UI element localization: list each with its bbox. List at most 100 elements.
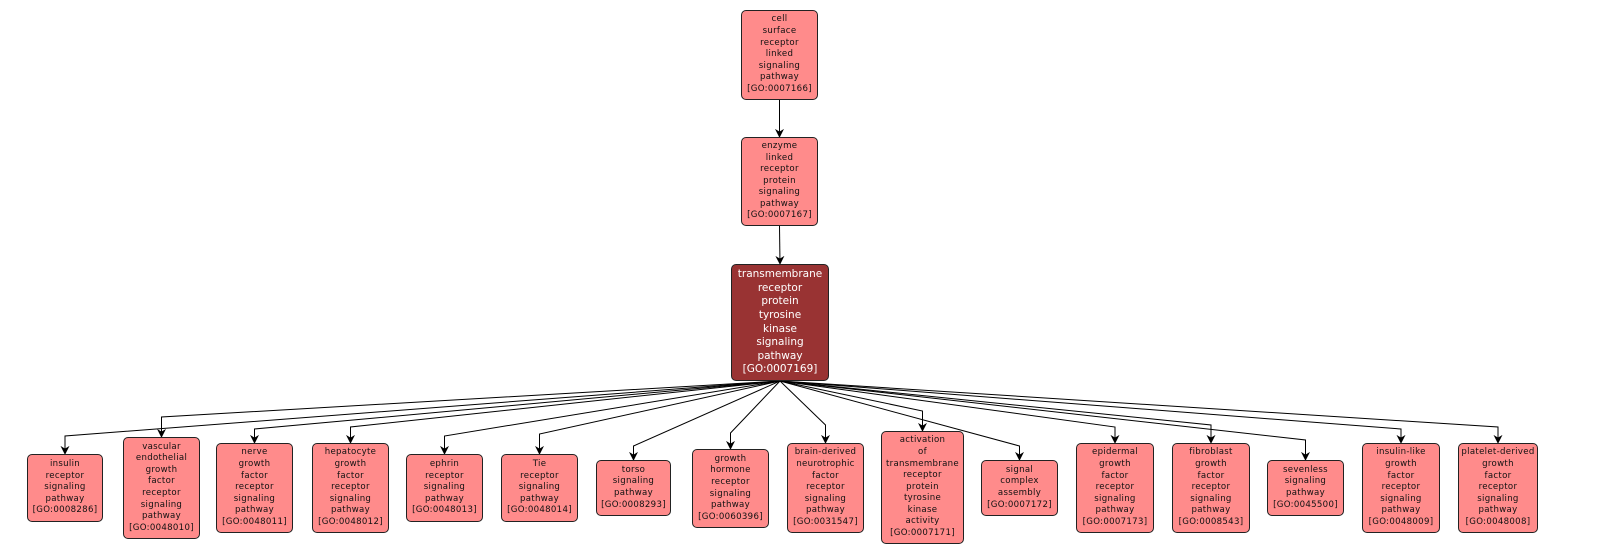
node-label-line: signaling <box>1094 493 1136 504</box>
node-label-line: factor <box>812 470 839 481</box>
node-label-line: signaling <box>1190 493 1232 504</box>
node-label-line: [GO:0008286] <box>32 505 98 516</box>
node-label-line: receptor <box>1381 482 1421 493</box>
is-a-edge <box>779 380 1406 444</box>
is-a-edge <box>779 380 1310 461</box>
node-label-line: signaling <box>758 60 801 71</box>
node-label-line: receptor <box>331 482 370 493</box>
node-label-line: pathway <box>759 198 800 209</box>
node-label-line: kinase <box>907 504 938 515</box>
node-label-line: [GO:0048011] <box>222 516 287 527</box>
node-label-line: enzyme <box>761 140 798 151</box>
is-a-edge <box>535 380 781 455</box>
node-label-line: pathway <box>424 493 465 504</box>
node-label-line: linked <box>765 152 794 163</box>
node-label-line: ephrin <box>429 459 460 470</box>
is-a-edge <box>629 380 781 461</box>
is-a-edge <box>726 380 781 450</box>
node-label-line: [GO:0060396] <box>698 511 763 522</box>
node-label-line: signaling <box>709 488 752 499</box>
node-label-line: protein <box>763 175 796 186</box>
node-label-line: [GO:0007171] <box>890 528 955 539</box>
node-label-line: [GO:0008293] <box>601 499 666 510</box>
node-label-line: signaling <box>140 499 183 510</box>
node-label-line: receptor <box>903 470 942 481</box>
node-label-line: pathway <box>330 505 371 516</box>
node-label-line: [GO:0048009] <box>1368 516 1434 527</box>
node-label-line: receptor <box>142 488 181 498</box>
node-label-line: pathway <box>710 500 751 511</box>
node-label-line: pathway <box>234 505 275 516</box>
node-label-line: factor <box>337 470 364 481</box>
node-label-line: signal <box>1005 464 1034 475</box>
node-label-line: growth <box>334 459 367 470</box>
node-label-line: Tie <box>532 459 547 470</box>
node-label-line: signaling <box>44 482 86 493</box>
node-label-line: signaling <box>1380 493 1422 504</box>
node-label-line: transmembrane <box>885 458 959 469</box>
node-label-line: endothelial <box>135 453 188 464</box>
node-label-line: [GO:0048010] <box>129 522 194 533</box>
node-label-line: pathway <box>613 488 654 498</box>
is-a-edge <box>779 380 1120 444</box>
node-label-line: [GO:0048012] <box>318 516 383 527</box>
node-label-line: neurotrophic <box>796 459 855 470</box>
node-label-line: signaling <box>1477 493 1519 504</box>
node-label-line: torso <box>621 464 646 475</box>
is-a-edge <box>250 380 781 444</box>
is-a-edge <box>779 380 1024 461</box>
node-label-line: factor <box>1484 470 1512 481</box>
node-label-line: epidermal <box>1092 447 1138 458</box>
node-label-line: sevenless <box>1283 464 1328 475</box>
is-a-edge <box>779 380 927 432</box>
node-label-line: insulin-like <box>1376 447 1426 458</box>
node-label-line: receptor <box>45 470 85 481</box>
node-label-line: signaling <box>329 493 372 504</box>
is-a-edge <box>346 380 781 444</box>
node-label-line: signaling <box>804 493 847 504</box>
node-label-line: growth <box>1099 459 1131 470</box>
node-label-line: [GO:0048008] <box>1465 516 1531 527</box>
node-label-line: [GO:0007167] <box>747 210 812 221</box>
node-label-line: assembly <box>997 488 1042 498</box>
node-label-line: [GO:0031547] <box>793 516 858 527</box>
is-a-edge <box>157 380 781 438</box>
node-label-line: brain-derived <box>794 447 857 458</box>
node-label-line: protein <box>761 295 799 308</box>
node-label-line: growth <box>238 459 271 470</box>
node-label-line: protein <box>906 481 939 492</box>
node-label-line: tyrosine <box>758 308 802 321</box>
node-label-line: growth <box>1195 459 1227 470</box>
is-a-edge <box>440 380 781 455</box>
node-label-line: signaling <box>756 336 804 349</box>
node-label-line: receptor <box>760 37 799 48</box>
node-label-line: hormone <box>710 465 751 476</box>
node-label-line: receptor <box>711 476 750 487</box>
node-label-line: signaling <box>758 187 801 198</box>
node-label-line: [GO:0048014] <box>507 505 572 516</box>
is-a-edge <box>60 380 781 455</box>
node-label-line: factor <box>1197 470 1225 481</box>
node-label-line: growth <box>145 464 178 475</box>
node-label-line: receptor <box>1095 482 1135 493</box>
